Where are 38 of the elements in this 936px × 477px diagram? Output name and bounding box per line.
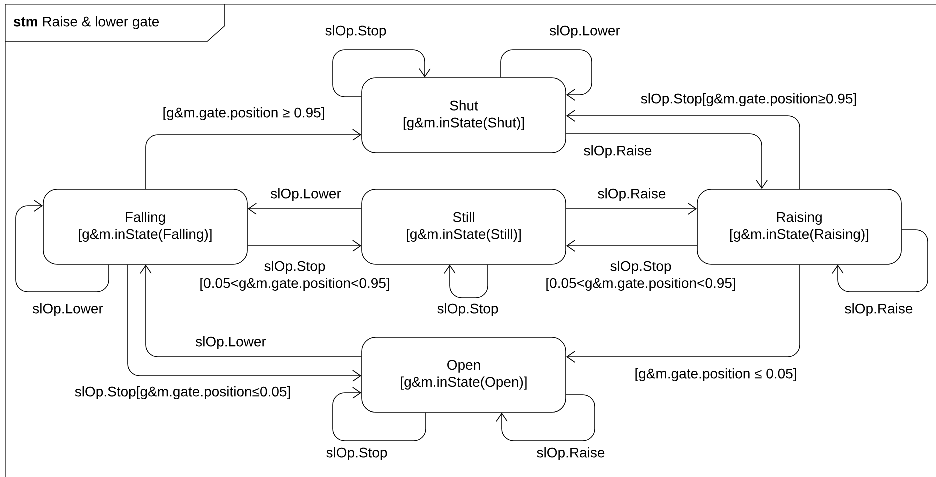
state-box: Falling [g&m.inState(Falling)] bbox=[43, 189, 248, 265]
arrow bbox=[566, 203, 698, 215]
frame-title: stm Raise & lower gate bbox=[14, 16, 160, 30]
edge-label: slOp.Raise bbox=[844, 302, 914, 318]
edge-label: slOp.Raise bbox=[596, 187, 668, 203]
arrow bbox=[566, 264, 800, 363]
arrow bbox=[444, 264, 488, 298]
edge-label: [g&m.gate.position ≤ 0.05] bbox=[634, 367, 798, 383]
arrow bbox=[146, 129, 362, 190]
arrow bbox=[16, 200, 110, 292]
arrow bbox=[332, 387, 426, 442]
edge-label: slOp.Lower bbox=[32, 302, 104, 318]
state-box: Open [g&m.inState(Open)] bbox=[362, 337, 566, 413]
arrow bbox=[140, 264, 362, 358]
arrow bbox=[248, 203, 362, 215]
state-box: Raising [g&m.inState(Raising)] bbox=[697, 189, 902, 265]
edge-label: slOp.Lower bbox=[548, 24, 622, 40]
arrow bbox=[500, 50, 592, 101]
state-box: Still [g&m.inState(Still)] bbox=[362, 189, 566, 265]
arrow bbox=[566, 110, 800, 190]
arrow bbox=[332, 50, 431, 98]
edge-label: slOp.Raise bbox=[582, 144, 654, 160]
edge-label: slOp.Stop bbox=[436, 302, 500, 318]
edge-label: slOp.Stop[g&m.gate.position≥0.95] bbox=[640, 92, 858, 108]
arrow bbox=[128, 264, 362, 382]
state-box: Shut [g&m.inState(Shut)] bbox=[362, 78, 566, 154]
edge-label: slOp.Lower bbox=[194, 335, 268, 351]
arrow bbox=[496, 394, 596, 442]
edge-label: [g&m.gate.position ≥ 0.95] bbox=[162, 106, 326, 122]
arrow bbox=[566, 240, 698, 252]
edge-label: slOp.Stop bbox=[324, 24, 388, 40]
arrow bbox=[832, 230, 928, 292]
edge-label: slOp.Stop bbox=[325, 446, 389, 462]
edge-label: slOp.Stop[g&m.gate.position≤0.05] bbox=[74, 385, 292, 401]
edge-label: slOp.Raise bbox=[536, 446, 606, 462]
arrow bbox=[566, 134, 768, 190]
arrow bbox=[248, 240, 362, 252]
edge-label: slOp.Lower bbox=[270, 187, 342, 203]
